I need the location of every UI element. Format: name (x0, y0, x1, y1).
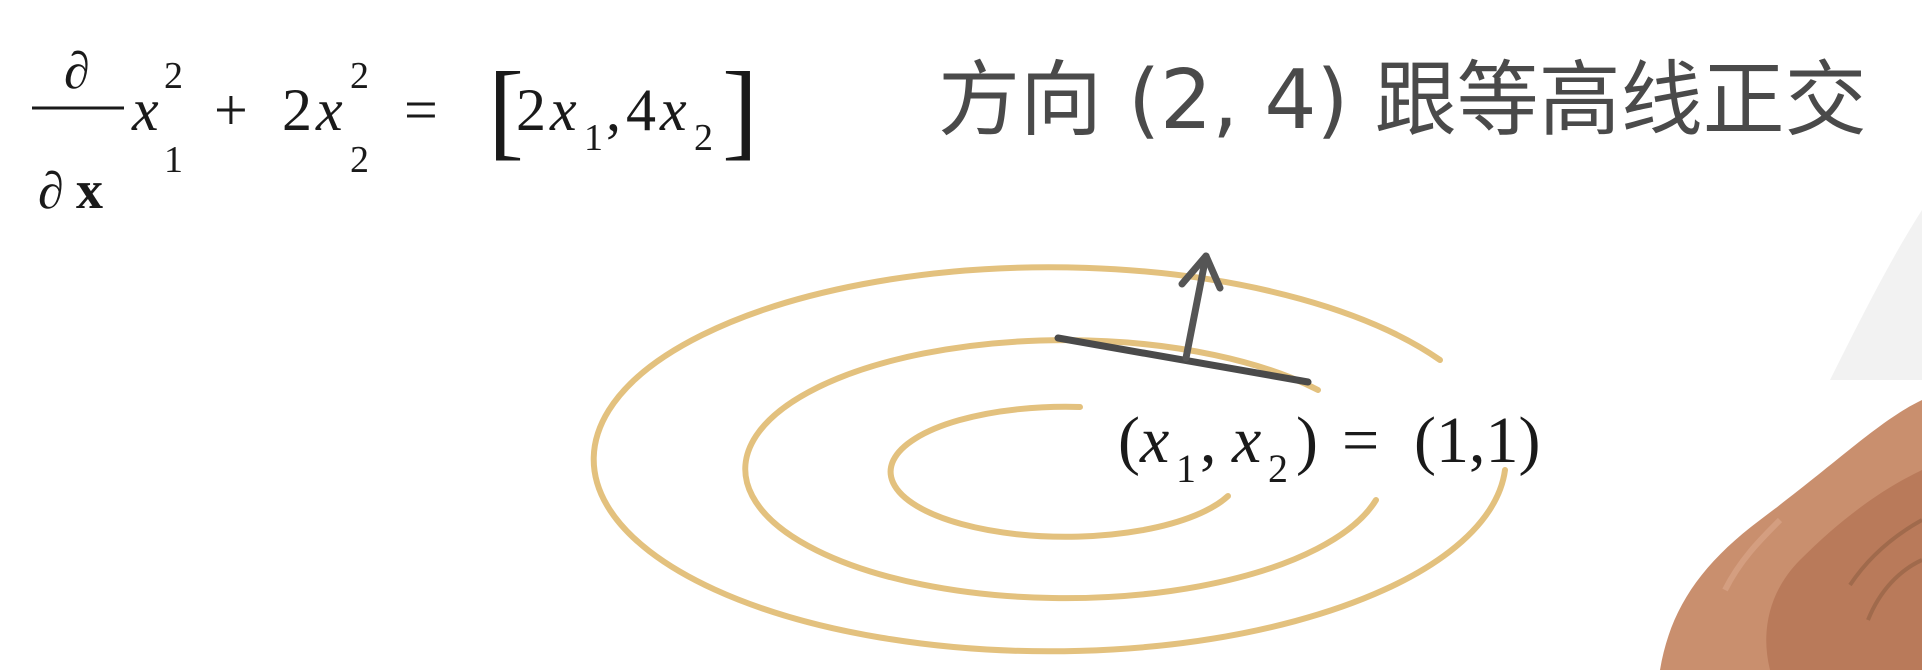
point-sep: , (1200, 404, 1217, 477)
formula-denominator-x: x (76, 160, 103, 220)
gradient-formula: ∂ ∂ x x 2 1 + 2 x 2 2 = [ 2 x 1 , 4 x 2 … (32, 43, 758, 220)
point-sub2: 2 (1268, 446, 1288, 491)
point-equals: = (1342, 404, 1379, 477)
point-open-paren: ( (1118, 404, 1140, 477)
contour-outer (590, 264, 1508, 655)
formula-close-bracket: ] (722, 51, 758, 170)
formula-rhs1-sub: 1 (584, 117, 603, 159)
point-var2: x (1231, 404, 1261, 477)
point-label: ( x 1 , x 2 ) = (1,1) (1118, 404, 1540, 491)
arrow-head (1178, 252, 1224, 292)
formula-numerator: ∂ (64, 43, 90, 100)
formula-term2-sub: 2 (350, 139, 369, 181)
point-sub1: 1 (1176, 446, 1196, 491)
formula-plus: + (214, 77, 248, 143)
formula-rhs2-coef: 4 (626, 77, 656, 143)
formula-equals: = (404, 77, 438, 143)
arrow-shaft (1182, 252, 1210, 362)
formula-denominator-d: ∂ (38, 163, 64, 220)
formula-rhs2-var: x (659, 77, 687, 143)
formula-term1-sub: 1 (164, 139, 183, 181)
formula-term1-var: x (131, 77, 159, 143)
presenter-hand-image (1660, 210, 1922, 670)
formula-rhs1-var: x (549, 77, 577, 143)
contour-inner (887, 403, 1231, 540)
formula-term2-var: x (315, 77, 343, 143)
formula-comma: , (606, 77, 621, 143)
point-close-paren: ) (1296, 404, 1318, 477)
formula-term2-sup: 2 (350, 55, 369, 97)
caption-text: 方向 (2, 4) 跟等高线正交 (938, 53, 1867, 148)
point-value: (1,1) (1414, 404, 1540, 477)
formula-open-bracket: [ (488, 51, 524, 170)
gradient-arrow (1178, 252, 1224, 362)
formula-rhs2-sub: 2 (694, 117, 713, 159)
formula-rhs1-coef: 2 (516, 77, 546, 143)
tangent-line (1054, 334, 1312, 386)
formula-term1-sup: 2 (164, 55, 183, 97)
point-var1: x (1139, 404, 1169, 477)
formula-term2-coef: 2 (282, 77, 312, 143)
